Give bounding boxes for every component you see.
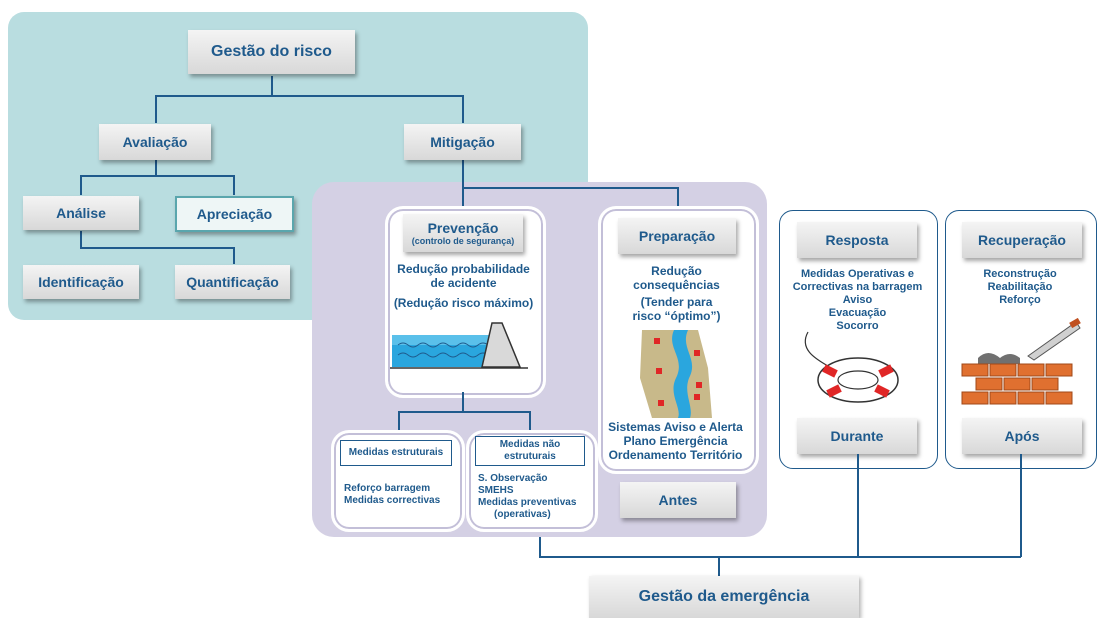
prevention-subtitle: (controlo de segurança) — [411, 236, 515, 246]
appreciation-box: Apreciação — [175, 196, 294, 232]
preparation-desc-line: (Tender para risco “óptimo”) — [632, 295, 721, 323]
recovery-list: Reconstrução Reabilitação Reforço — [947, 268, 1093, 307]
list-item: Medidas Operativas e — [800, 268, 915, 280]
connector — [398, 411, 400, 432]
bricks-trowel-icon — [961, 318, 1081, 405]
lifebuoy-icon — [804, 331, 899, 403]
connector — [462, 187, 464, 209]
list-item: Plano Emergência — [623, 434, 728, 448]
list-item: Reconstrução — [983, 268, 1057, 280]
list-item: Ordenamento Território — [608, 448, 743, 462]
prevention-desc-line: (Redução risco máximo) — [393, 296, 534, 310]
non-structural-measures-box: Medidas não estruturais — [475, 436, 585, 466]
connector — [718, 556, 720, 576]
identification-box: Identificação — [23, 265, 139, 299]
preparation-desc-line: Redução consequências — [633, 264, 720, 292]
connector — [1020, 454, 1022, 557]
evaluation-box: Avaliação — [99, 124, 211, 160]
structural-measures-list: Reforço barragem Medidas correctivas — [344, 483, 456, 507]
prevention-desc-line: Redução probabilidade de acidente — [397, 262, 530, 290]
connector — [233, 247, 235, 264]
list-item: Evacuação — [828, 307, 887, 319]
preparation-description: Redução consequências (Tender para risco… — [606, 264, 747, 323]
connector — [80, 175, 82, 195]
analysis-box: Análise — [23, 196, 139, 230]
list-item: Correctivas na barragem — [792, 281, 923, 293]
connector — [462, 392, 464, 412]
structural-measures-box: Medidas estruturais — [340, 440, 452, 466]
connector — [539, 556, 1021, 558]
list-item: Medidas preventivas — [478, 497, 577, 508]
after-box: Após — [962, 418, 1082, 454]
mitigation-box: Mitigação — [404, 124, 521, 160]
non-structural-measures-list: S. Observação SMEHS Medidas preventivas … — [478, 473, 590, 521]
prevention-description: Redução probabilidade de acidente (Reduç… — [393, 262, 534, 310]
connector — [80, 247, 234, 249]
risk-management-box: Gestão do risco — [188, 30, 355, 74]
list-item: Socorro — [836, 320, 879, 332]
connector — [155, 160, 157, 176]
prevention-box: Prevenção (controlo de segurança) — [403, 214, 523, 252]
connector — [80, 175, 234, 177]
list-item: SMEHS — [478, 485, 514, 496]
connector — [271, 76, 273, 96]
prevention-title: Prevenção — [427, 220, 499, 236]
recovery-box: Recuperação — [962, 222, 1082, 258]
emergency-management-box: Gestão da emergência — [589, 576, 859, 618]
connector — [462, 160, 464, 188]
connector — [462, 95, 464, 123]
list-item: Reforço barragem — [344, 483, 431, 494]
connector — [80, 231, 82, 248]
before-box: Antes — [620, 482, 736, 518]
list-item: Reabilitação — [987, 281, 1053, 293]
connector — [529, 411, 531, 432]
list-item: Medidas correctivas — [344, 495, 441, 506]
connector — [677, 187, 679, 209]
river-map-icon — [640, 330, 712, 418]
list-item: Reforço — [999, 294, 1041, 306]
list-item: Aviso — [842, 294, 873, 306]
connector — [155, 95, 157, 123]
list-item: S. Observação — [478, 473, 548, 484]
during-box: Durante — [797, 418, 917, 454]
quantification-box: Quantificação — [175, 265, 290, 299]
list-item: (operativas) — [494, 509, 551, 520]
connector — [155, 95, 463, 97]
response-list: Medidas Operativas e Correctivas na barr… — [781, 268, 934, 333]
connector — [233, 175, 235, 195]
list-item: Sistemas Aviso e Alerta — [608, 420, 743, 434]
response-box: Resposta — [797, 222, 917, 258]
connector — [398, 411, 530, 413]
connector — [857, 454, 859, 557]
connector — [539, 537, 541, 557]
preparation-box: Preparação — [618, 218, 736, 254]
dam-icon — [390, 322, 528, 369]
preparation-list: Sistemas Aviso e Alerta Plano Emergência… — [600, 420, 751, 462]
connector — [462, 187, 678, 189]
